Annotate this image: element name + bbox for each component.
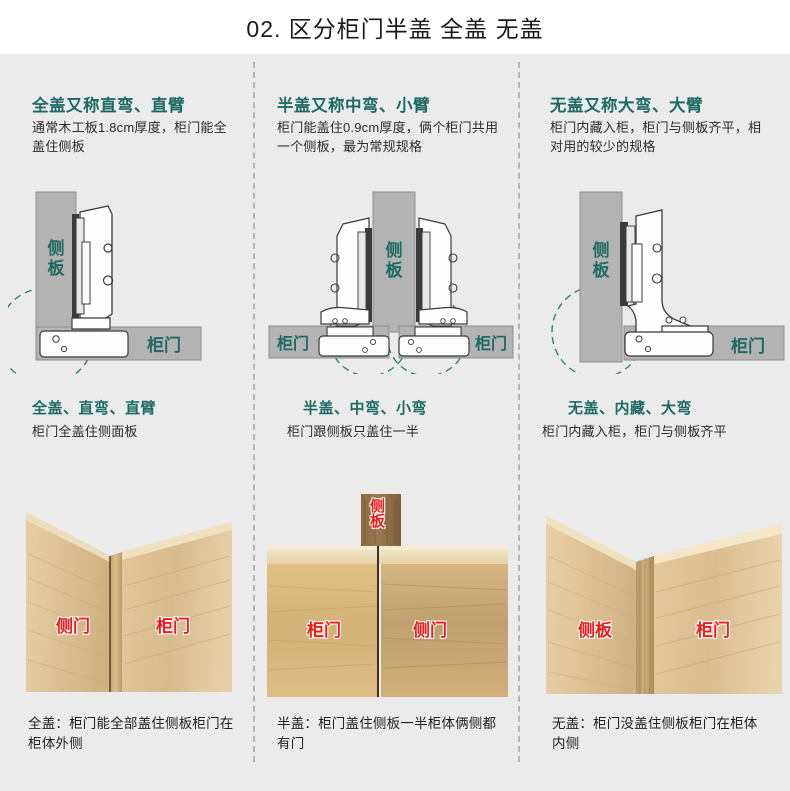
column-inset-overlay: 无盖又称大弯、大臂 柜门内藏入柜，柜门与侧板齐平，相对用的较少的规格 (520, 54, 790, 791)
column-3-photo: 侧板 柜门 (544, 494, 786, 699)
column-2-heading: 半盖又称中弯、小臂 (277, 97, 430, 115)
column-3-sub-text: 柜门内藏入柜，柜门与侧板齐平 (542, 424, 727, 439)
column-3-photo-label-0: 侧板 (578, 621, 612, 640)
svg-text:板: 板 (48, 258, 66, 278)
page-title: 02. 区分柜门半盖 全盖 无盖 (246, 16, 544, 42)
page-title-bar: 02. 区分柜门半盖 全盖 无盖 (0, 0, 790, 54)
svg-text:板: 板 (593, 260, 611, 280)
svg-text:柜门: 柜门 (475, 334, 507, 353)
svg-text:侧: 侧 (593, 240, 610, 260)
column-1-heading: 全盖又称直弯、直臂 (32, 97, 185, 115)
column-1-footer: 全盖：柜门能全部盖住侧板柜门在柜体外侧 (28, 716, 234, 751)
column-1-photo-label-0: 侧门 (56, 617, 90, 636)
column-half-overlay: 半盖又称中弯、小臂 柜门能盖住0.9cm厚度，俩个柜门共用一个侧板，最为常规规格 (255, 54, 518, 791)
column-2-sub-text: 柜门跟侧板只盖住一半 (287, 424, 420, 439)
column-2-photo-label-0: 侧板 (368, 498, 385, 528)
column-1-photo: 侧门 柜门 (18, 494, 240, 699)
column-2-hinge-diagram: 侧 板 柜门 柜门 (265, 184, 515, 377)
svg-text:板: 板 (386, 260, 404, 280)
content-board: 全盖又称直弯、直臂 通常木工板1.8cm厚度，柜门能全盖住侧板 (0, 54, 790, 791)
column-3-intro: 柜门内藏入柜，柜门与侧板齐平，相对用的较少的规格 (550, 120, 762, 154)
column-2-photo-label-1: 柜门 (307, 621, 341, 640)
svg-text:柜门: 柜门 (147, 335, 181, 355)
svg-text:侧: 侧 (48, 238, 65, 258)
column-separator-1 (253, 62, 255, 762)
column-1-hinge-diagram: 侧 板 柜门 (0, 184, 238, 385)
column-full-overlay: 全盖又称直弯、直臂 通常木工板1.8cm厚度，柜门能全盖住侧板 (0, 54, 253, 791)
column-1-sub-heading: 全盖、直弯、直臂 (32, 400, 157, 417)
column-2-photo-label-2: 侧门 (413, 621, 447, 640)
column-1-sub-text: 柜门全盖住侧面板 (32, 424, 138, 439)
column-1-intro: 通常木工板1.8cm厚度，柜门能全盖住侧板 (32, 120, 227, 154)
svg-text:侧: 侧 (386, 240, 403, 260)
column-3-footer: 无盖：柜门没盖住侧板柜门在柜体内侧 (552, 716, 758, 751)
column-2-sub-heading: 半盖、中弯、小弯 (303, 400, 428, 417)
column-2-footer: 半盖：柜门盖住侧板一半柜体俩侧都有门 (277, 716, 497, 751)
column-1-photo-label-1: 柜门 (156, 617, 190, 636)
column-separator-2 (518, 62, 520, 762)
column-3-photo-label-1: 柜门 (696, 621, 730, 640)
svg-text:柜门: 柜门 (277, 334, 309, 353)
column-3-hinge-diagram: 侧 板 柜门 (540, 184, 790, 379)
column-3-sub-heading: 无盖、内藏、大弯 (568, 400, 693, 417)
svg-text:柜门: 柜门 (731, 336, 765, 356)
column-2-photo: 侧板 柜门 侧门 (265, 494, 510, 699)
column-3-heading: 无盖又称大弯、大臂 (550, 97, 703, 115)
column-2-intro: 柜门能盖住0.9cm厚度，俩个柜门共用一个侧板，最为常规规格 (277, 120, 499, 154)
